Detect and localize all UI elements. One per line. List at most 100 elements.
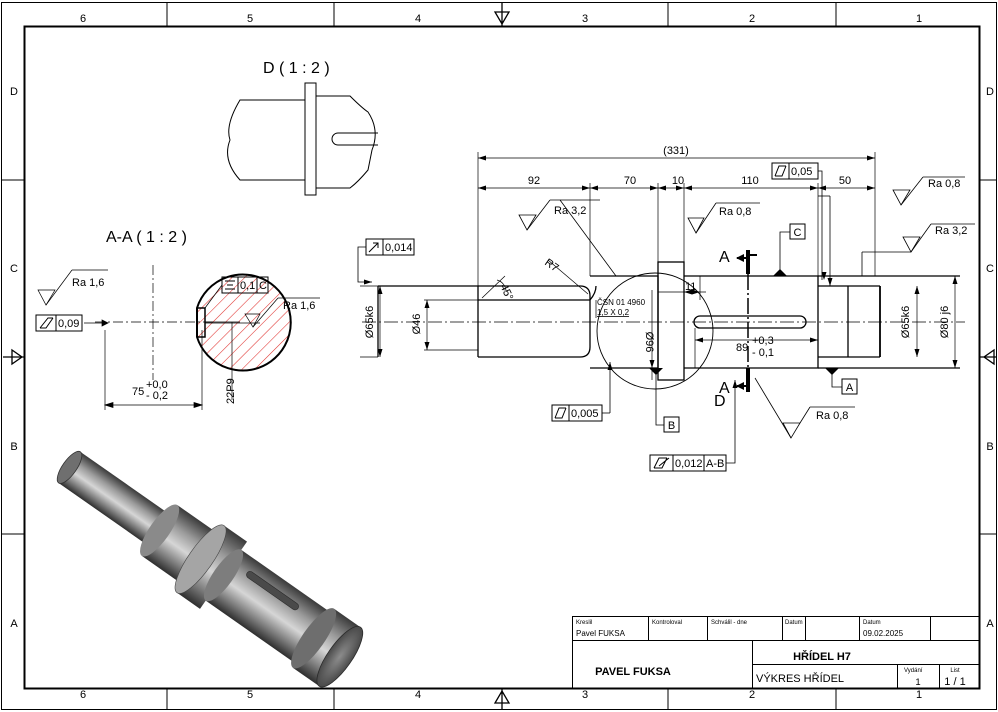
section-symmetry-value: 0,1	[240, 280, 255, 292]
section-view-title: A-A ( 1 : 2 )	[106, 229, 187, 246]
dim-89: 89	[736, 342, 748, 354]
ra-08-mid: Ra 0,8	[719, 206, 751, 218]
tb-part-name: HŘÍDEL H7	[793, 650, 851, 663]
tb-checked-label: Kontroloval	[652, 620, 682, 626]
runout-bottom-value: 0,012	[675, 458, 703, 470]
detail-circle	[596, 272, 714, 390]
section-flatness-value: 0,09	[58, 318, 79, 330]
section-symmetry-frame: 0,1 C	[221, 276, 269, 294]
datum-c-label: C	[794, 227, 802, 239]
zone-col-6-bottom: 6	[80, 689, 86, 701]
dim-11: 11	[685, 281, 696, 293]
runout-top-value: 0,05	[791, 166, 812, 178]
section-ra-left: Ra 1,6	[72, 277, 104, 289]
tb-sheet-value: 1 / 1	[944, 676, 965, 688]
zone-row-a-right: A	[986, 618, 994, 630]
zone-row-b: B	[10, 441, 17, 453]
runout-flange-value: 0,005	[571, 408, 599, 420]
section-marker-top: A	[719, 249, 730, 266]
runout-frame-left: 0,014	[365, 238, 415, 256]
section-flatness-frame: 0,09	[35, 314, 83, 332]
roughness-symbols	[518, 176, 975, 439]
title-block: Kreslil Pavel FUKSA Kontroloval Schválil…	[572, 616, 980, 689]
tb-date-value: 09.02.2025	[863, 629, 904, 638]
tb-drawn-label: Kreslil	[576, 620, 592, 626]
shaft-outline	[377, 261, 960, 381]
zone-col-5: 5	[247, 13, 253, 25]
tb-approved-label: Schválil - dne	[711, 620, 748, 626]
main-view: A A D (331) 92 70 10 110	[357, 145, 975, 472]
dim-89-lower: - 0,1	[752, 347, 774, 359]
zone-row-c: C	[10, 263, 18, 275]
dia-46: Ø46	[411, 314, 423, 335]
section-ra-right: Ra 1,6	[283, 300, 315, 312]
runout-bottom-ref: A-B	[706, 458, 724, 470]
runout-frame-top: 0,05	[771, 162, 819, 180]
zone-col-1: 1	[916, 13, 922, 25]
datum-b: B	[663, 416, 680, 433]
dia-65-right: Ø65k6	[900, 306, 912, 338]
dim-10: 10	[672, 175, 684, 187]
tb-drawn-value: Pavel FUKSA	[576, 629, 626, 638]
section-dim-width-upper: +0,0	[146, 379, 168, 391]
isometric-3d-view	[56, 450, 364, 688]
zone-col-4-bottom: 4	[415, 689, 421, 701]
zone-row-d-right: D	[986, 86, 994, 98]
runout-frame-bottom: 0,012 A-B	[649, 454, 727, 472]
zone-row-b-right: B	[986, 441, 993, 453]
ra-32-left: Ra 3,2	[554, 205, 586, 217]
section-marker-bottom: A	[719, 380, 730, 397]
detail-marker: D	[714, 393, 726, 410]
zone-col-2: 2	[749, 13, 755, 25]
zone-col-5-bottom: 5	[247, 689, 253, 701]
detail-view-title: D ( 1 : 2 )	[263, 60, 330, 77]
zone-col-1-bottom: 1	[916, 689, 922, 701]
datum-a-label: A	[846, 382, 854, 394]
dim-50: 50	[839, 175, 851, 187]
section-view-a-a: A-A ( 1 : 2 ) R	[35, 229, 320, 410]
tb-date-label-1: Datum	[785, 620, 803, 626]
tb-edition-value: 1	[915, 677, 920, 688]
dim-total: (331)	[663, 145, 689, 157]
zone-col-4: 4	[415, 13, 421, 25]
ra-32-right: Ra 3,2	[935, 225, 967, 237]
dim-89-upper: +0,3	[752, 335, 774, 347]
section-keyway-dim: 22P9	[225, 378, 237, 404]
zone-col-6: 6	[80, 13, 86, 25]
dim-70: 70	[624, 175, 636, 187]
zone-row-d: D	[10, 86, 18, 98]
zone-row-a: A	[10, 618, 18, 630]
runout-frame-flange: 0,005	[551, 404, 603, 422]
zone-col-2-bottom: 2	[749, 689, 755, 701]
dia-65-left: Ø65k6	[364, 306, 376, 338]
dim-92: 92	[528, 175, 540, 187]
dia-96: Ø96	[643, 332, 655, 353]
datum-c: C	[789, 223, 806, 240]
zone-col-3: 3	[582, 13, 588, 25]
chamfer-label: 45°	[497, 282, 515, 302]
tb-drawing-name: VÝKRES HŘÍDEL	[756, 672, 844, 685]
zone-labels: 6 5 4 3 2 1 6 5 4 3 2 1 D C B A D C B A	[10, 13, 994, 701]
zone-col-3-bottom: 3	[582, 689, 588, 701]
datum-a: A	[841, 378, 858, 395]
dia-80: Ø80 j6	[939, 306, 951, 338]
zone-row-c-right: C	[986, 263, 994, 275]
section-symmetry-ref: C	[259, 280, 267, 292]
ra-08-bottom: Ra 0,8	[816, 410, 848, 422]
dim-110: 110	[741, 175, 759, 187]
csn-line-1: ČSN 01 4960	[597, 298, 646, 307]
section-hatched-area	[196, 273, 292, 372]
section-dim-width: 75	[132, 386, 144, 398]
detail-view-d: D ( 1 : 2 )	[227, 60, 378, 196]
tb-date-label-2: Datum	[863, 620, 881, 626]
section-dim-width-lower: - 0,2	[146, 390, 168, 402]
runout-left-value: 0,014	[385, 242, 413, 254]
ra-08-right: Ra 0,8	[928, 178, 960, 190]
tb-author: PAVEL FUKSA	[595, 666, 671, 678]
csn-line-2: 1,5 X 0,2	[597, 308, 630, 317]
tb-edition-label: Vydání	[904, 668, 923, 674]
radius-label: R7	[542, 257, 560, 275]
datum-b-label: B	[668, 420, 675, 432]
